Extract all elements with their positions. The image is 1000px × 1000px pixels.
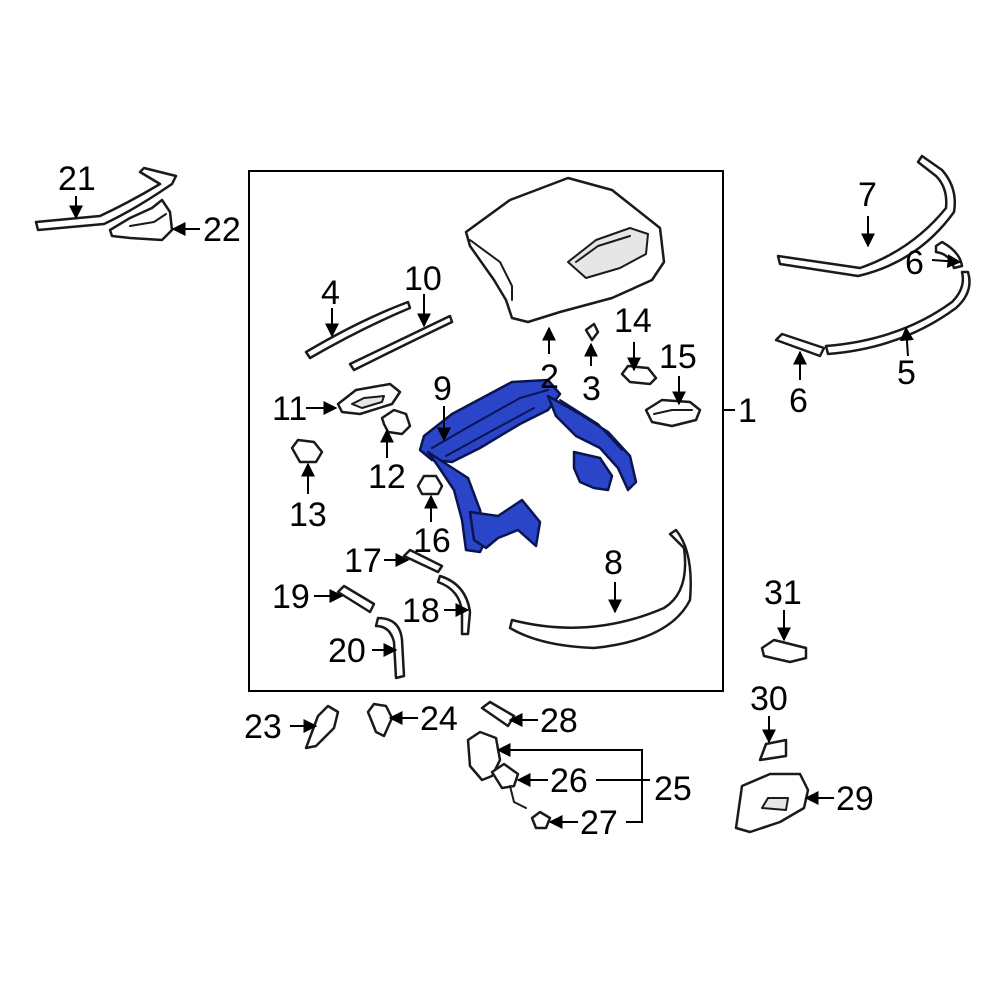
leader-25-top [496, 743, 643, 780]
part-16-cap[interactable] [416, 474, 444, 496]
callout-24: 24 [420, 700, 458, 738]
part-27-pin[interactable] [530, 810, 552, 830]
callout-16: 16 [413, 522, 451, 560]
callout-10: 10 [404, 260, 442, 298]
assembly-frame [248, 170, 724, 692]
part-10-weatherstrip[interactable] [348, 314, 454, 372]
callout-19: 19 [272, 578, 310, 616]
leader-25-bottom [626, 780, 643, 823]
part-3-clip[interactable] [584, 322, 600, 342]
callout-7: 7 [858, 176, 877, 214]
callout-22: 22 [203, 211, 241, 249]
callout-17: 17 [344, 542, 382, 580]
part-2-top-cover[interactable] [464, 176, 666, 324]
part-29-bracket[interactable] [734, 772, 810, 834]
part-7-trim[interactable] [776, 154, 956, 278]
callout-23: 23 [244, 708, 282, 746]
part-5-trim[interactable] [824, 270, 971, 356]
part-9-top-frame[interactable] [418, 378, 638, 554]
callout-30: 30 [750, 680, 788, 718]
part-6-trim-upper[interactable] [934, 240, 964, 270]
callout-26: 26 [550, 762, 588, 800]
callout-28: 28 [540, 702, 578, 740]
part-18-strip[interactable] [436, 574, 472, 636]
part-12-bracket[interactable] [380, 408, 412, 436]
callout-2: 2 [540, 358, 559, 396]
part-30-wedge[interactable] [758, 738, 788, 762]
callout-18: 18 [402, 592, 440, 630]
callout-4: 4 [321, 274, 340, 312]
callout-25: 25 [654, 770, 692, 808]
callout-11: 11 [272, 390, 307, 428]
part-8-weatherstrip[interactable] [508, 528, 692, 650]
part-15-bracket[interactable] [644, 398, 702, 428]
callout-29: 29 [836, 780, 874, 818]
part-22-hinge[interactable] [108, 198, 174, 242]
part-14-pad[interactable] [620, 364, 658, 386]
part-23-latch[interactable] [304, 704, 340, 750]
callout-6-upper: 6 [905, 244, 924, 282]
part-31-block[interactable] [760, 638, 808, 664]
part-28-clip[interactable] [480, 700, 516, 728]
callout-20: 20 [328, 632, 366, 670]
part-17-strip[interactable] [402, 548, 444, 574]
part-21-strip[interactable] [34, 166, 178, 232]
callout-9: 9 [433, 370, 452, 408]
callout-8: 8 [604, 544, 623, 582]
callout-12: 12 [368, 458, 406, 496]
callout-14: 14 [614, 302, 652, 340]
callout-15: 15 [659, 338, 697, 376]
callout-13: 13 [289, 496, 327, 534]
leader-6a [931, 254, 962, 269]
callout-6-lower: 6 [789, 382, 808, 420]
callout-5: 5 [897, 354, 916, 392]
callout-3: 3 [582, 370, 601, 408]
part-20-strip[interactable] [374, 616, 406, 680]
part-11-bracket[interactable] [336, 382, 402, 416]
part-4-weatherstrip[interactable] [304, 300, 412, 360]
callout-1: 1 [738, 392, 757, 430]
part-19-strip[interactable] [336, 584, 376, 614]
callout-21: 21 [58, 160, 96, 198]
part-24-bracket[interactable] [366, 702, 394, 738]
callout-27: 27 [580, 804, 618, 842]
callout-31: 31 [764, 574, 802, 612]
leader-5 [899, 326, 914, 357]
part-25-assembly[interactable] [466, 730, 527, 809]
part-13-cap[interactable] [290, 438, 324, 464]
